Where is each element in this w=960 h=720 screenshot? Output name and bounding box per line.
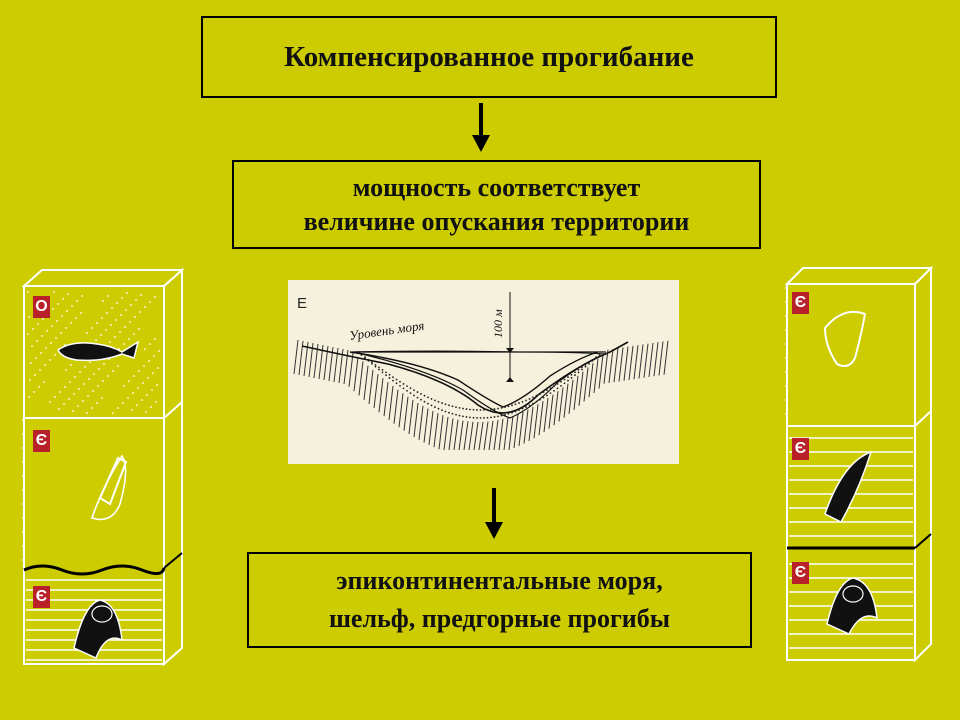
age-label-cambrian: Є (33, 430, 50, 452)
settings-line-1: эпиконтинентальные моря, (336, 566, 663, 595)
age-label-cambrian: Є (792, 562, 809, 584)
title-box: Компенсированное прогибание (201, 16, 777, 98)
trough-cross-section: Е Уровень моря 100 м (288, 280, 679, 464)
age-label-cambrian: Є (792, 292, 809, 314)
page-title: Компенсированное прогибание (284, 40, 694, 73)
down-arrow-icon (472, 103, 490, 152)
right-stratigraphic-column: Є Є Є (785, 266, 935, 666)
down-arrow-icon (485, 488, 503, 539)
age-label-ordovician: О (33, 296, 50, 318)
thickness-line-2: величине опускания территории (303, 206, 690, 236)
settings-line-2: шельф, предгорные прогибы (328, 604, 671, 633)
depth-label: 100 м (491, 309, 505, 338)
left-stratigraphic-column: О Є Є (22, 268, 187, 668)
age-label-cambrian: Є (792, 438, 809, 460)
thickness-box: мощность соответствует величине опускани… (232, 160, 761, 249)
settings-box: эпиконтинентальные моря, шельф, предгорн… (247, 552, 752, 648)
thickness-line-1: мощность соответствует (352, 172, 641, 202)
age-label-cambrian: Є (33, 586, 50, 608)
corner-label: Е (297, 295, 307, 312)
